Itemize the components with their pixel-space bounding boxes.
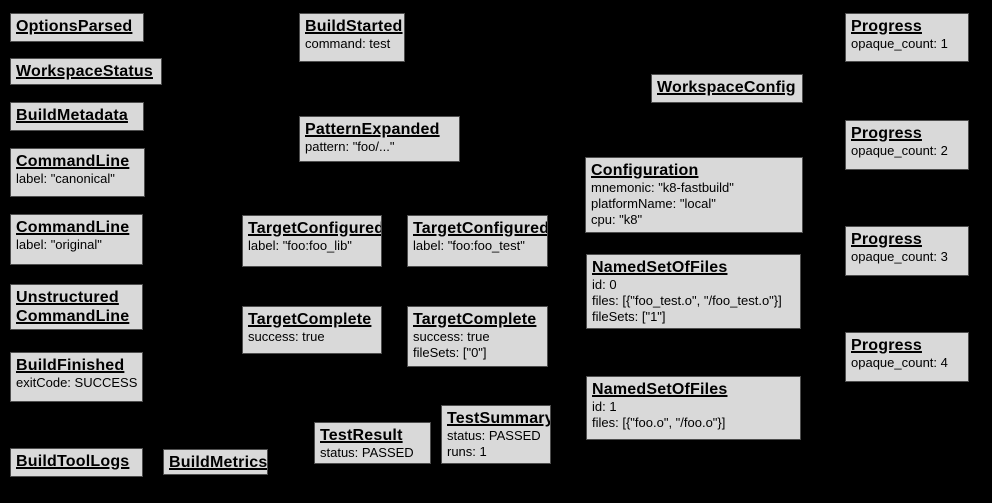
node-attribute: fileSets: ["0"]	[413, 345, 487, 360]
node-attribute: exitCode: SUCCESS	[16, 375, 138, 390]
node-target-complete-foo-lib: TargetComplete success: true	[242, 306, 382, 354]
node-test-result: TestResult status: PASSED	[314, 422, 431, 464]
node-title: WorkspaceConfig	[657, 79, 796, 96]
node-named-set-of-files-0: NamedSetOfFiles id: 0 files: [{"foo_test…	[586, 254, 801, 329]
node-attribute: opaque_count: 2	[851, 143, 948, 158]
node-title: TestResult	[320, 427, 403, 444]
node-title: TargetComplete	[248, 311, 372, 328]
node-unstructured-command-line: Unstructured CommandLine	[10, 284, 143, 330]
node-attribute: label: "foo:foo_lib"	[248, 238, 352, 253]
node-title: BuildMetadata	[16, 107, 128, 124]
node-attribute: id: 1	[592, 399, 617, 414]
node-attribute: id: 0	[592, 277, 617, 292]
node-build-tool-logs: BuildToolLogs	[10, 448, 143, 477]
node-title: PatternExpanded	[305, 121, 440, 138]
node-options-parsed: OptionsParsed	[10, 13, 144, 42]
node-target-configured-foo-lib: TargetConfigured label: "foo:foo_lib"	[242, 215, 382, 267]
node-build-started: BuildStarted command: test	[299, 13, 405, 62]
node-title: BuildMetrics	[169, 454, 268, 471]
node-workspace-config: WorkspaceConfig	[651, 74, 803, 103]
node-title: BuildToolLogs	[16, 453, 130, 470]
node-title: Progress	[851, 125, 922, 142]
node-progress-4: Progress opaque_count: 4	[845, 332, 969, 382]
node-attribute: label: "original"	[16, 237, 102, 252]
node-target-configured-foo-test: TargetConfigured label: "foo:foo_test"	[407, 215, 548, 267]
node-attribute: runs: 1	[447, 444, 487, 459]
node-title: TargetConfigured	[413, 220, 548, 237]
node-attribute: platformName: "local"	[591, 196, 716, 211]
node-title: Progress	[851, 337, 922, 354]
node-workspace-status: WorkspaceStatus	[10, 58, 162, 85]
node-attribute: files: [{"foo.o", "/foo.o"}]	[592, 415, 726, 430]
node-attribute: opaque_count: 3	[851, 249, 948, 264]
node-progress-2: Progress opaque_count: 2	[845, 120, 969, 170]
node-attribute: files: [{"foo_test.o", "/foo_test.o"}]	[592, 293, 782, 308]
node-attribute: label: "foo:foo_test"	[413, 238, 525, 253]
node-named-set-of-files-1: NamedSetOfFiles id: 1 files: [{"foo.o", …	[586, 376, 801, 440]
node-attribute: success: true	[413, 329, 490, 344]
node-build-finished: BuildFinished exitCode: SUCCESS	[10, 352, 143, 402]
node-title: BuildStarted	[305, 18, 403, 35]
node-attribute: pattern: "foo/..."	[305, 139, 395, 154]
node-title: CommandLine	[16, 219, 130, 236]
node-title: BuildFinished	[16, 357, 125, 374]
node-title: TestSummary	[447, 410, 551, 427]
node-title: CommandLine	[16, 153, 130, 170]
node-attribute: success: true	[248, 329, 325, 344]
node-attribute: opaque_count: 4	[851, 355, 948, 370]
node-progress-1: Progress opaque_count: 1	[845, 13, 969, 62]
node-attribute: cpu: "k8"	[591, 212, 643, 227]
node-target-complete-foo-test: TargetComplete success: true fileSets: […	[407, 306, 548, 367]
node-build-metadata: BuildMetadata	[10, 102, 144, 131]
node-title: WorkspaceStatus	[16, 63, 153, 80]
node-title: Progress	[851, 231, 922, 248]
node-configuration: Configuration mnemonic: "k8-fastbuild" p…	[585, 157, 803, 233]
node-attribute: fileSets: ["1"]	[592, 309, 666, 324]
node-title: TargetComplete	[413, 311, 537, 328]
node-title: NamedSetOfFiles	[592, 381, 728, 398]
node-title: Unstructured CommandLine	[16, 289, 130, 325]
node-pattern-expanded: PatternExpanded pattern: "foo/..."	[299, 116, 460, 162]
node-build-metrics: BuildMetrics	[163, 449, 268, 475]
node-title: Configuration	[591, 162, 699, 179]
node-command-line-original: CommandLine label: "original"	[10, 214, 143, 265]
node-attribute: command: test	[305, 36, 391, 51]
node-title: TargetConfigured	[248, 220, 382, 237]
node-title: Progress	[851, 18, 922, 35]
node-attribute: mnemonic: "k8-fastbuild"	[591, 180, 734, 195]
node-test-summary: TestSummary status: PASSED runs: 1	[441, 405, 551, 464]
node-title: NamedSetOfFiles	[592, 259, 728, 276]
node-progress-3: Progress opaque_count: 3	[845, 226, 969, 276]
node-attribute: status: PASSED	[320, 445, 414, 460]
node-attribute: label: "canonical"	[16, 171, 115, 186]
node-title: OptionsParsed	[16, 18, 133, 35]
node-command-line-canonical: CommandLine label: "canonical"	[10, 148, 145, 197]
node-attribute: opaque_count: 1	[851, 36, 948, 51]
node-attribute: status: PASSED	[447, 428, 541, 443]
